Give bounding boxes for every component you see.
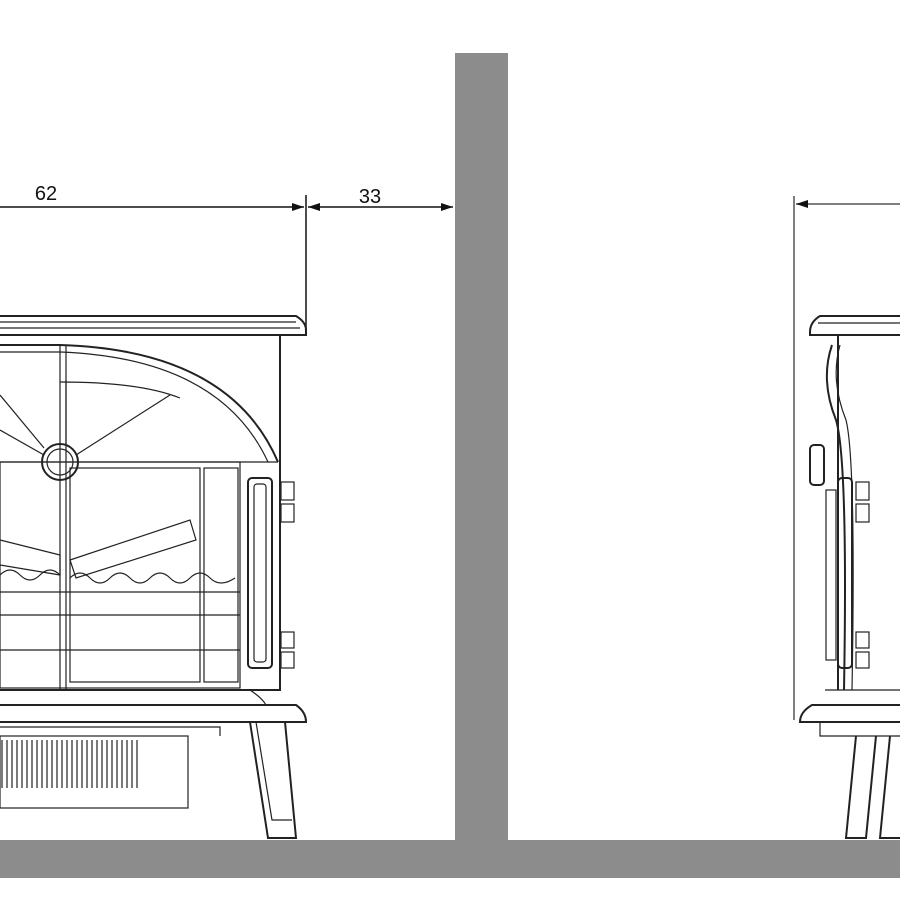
dimension-label-33: 33 <box>359 186 381 208</box>
dimension-62: 62 <box>0 183 307 330</box>
heater-box <box>0 735 189 809</box>
stove-front-view <box>0 315 308 839</box>
door-handle <box>247 477 273 669</box>
dimension-33: 33 <box>308 186 453 211</box>
dimension-side <box>793 196 900 720</box>
wall <box>455 53 508 843</box>
heater-grille <box>1 740 138 788</box>
stove-side-view <box>798 315 900 839</box>
dimension-label-62: 62 <box>35 183 57 205</box>
floor <box>0 840 900 878</box>
